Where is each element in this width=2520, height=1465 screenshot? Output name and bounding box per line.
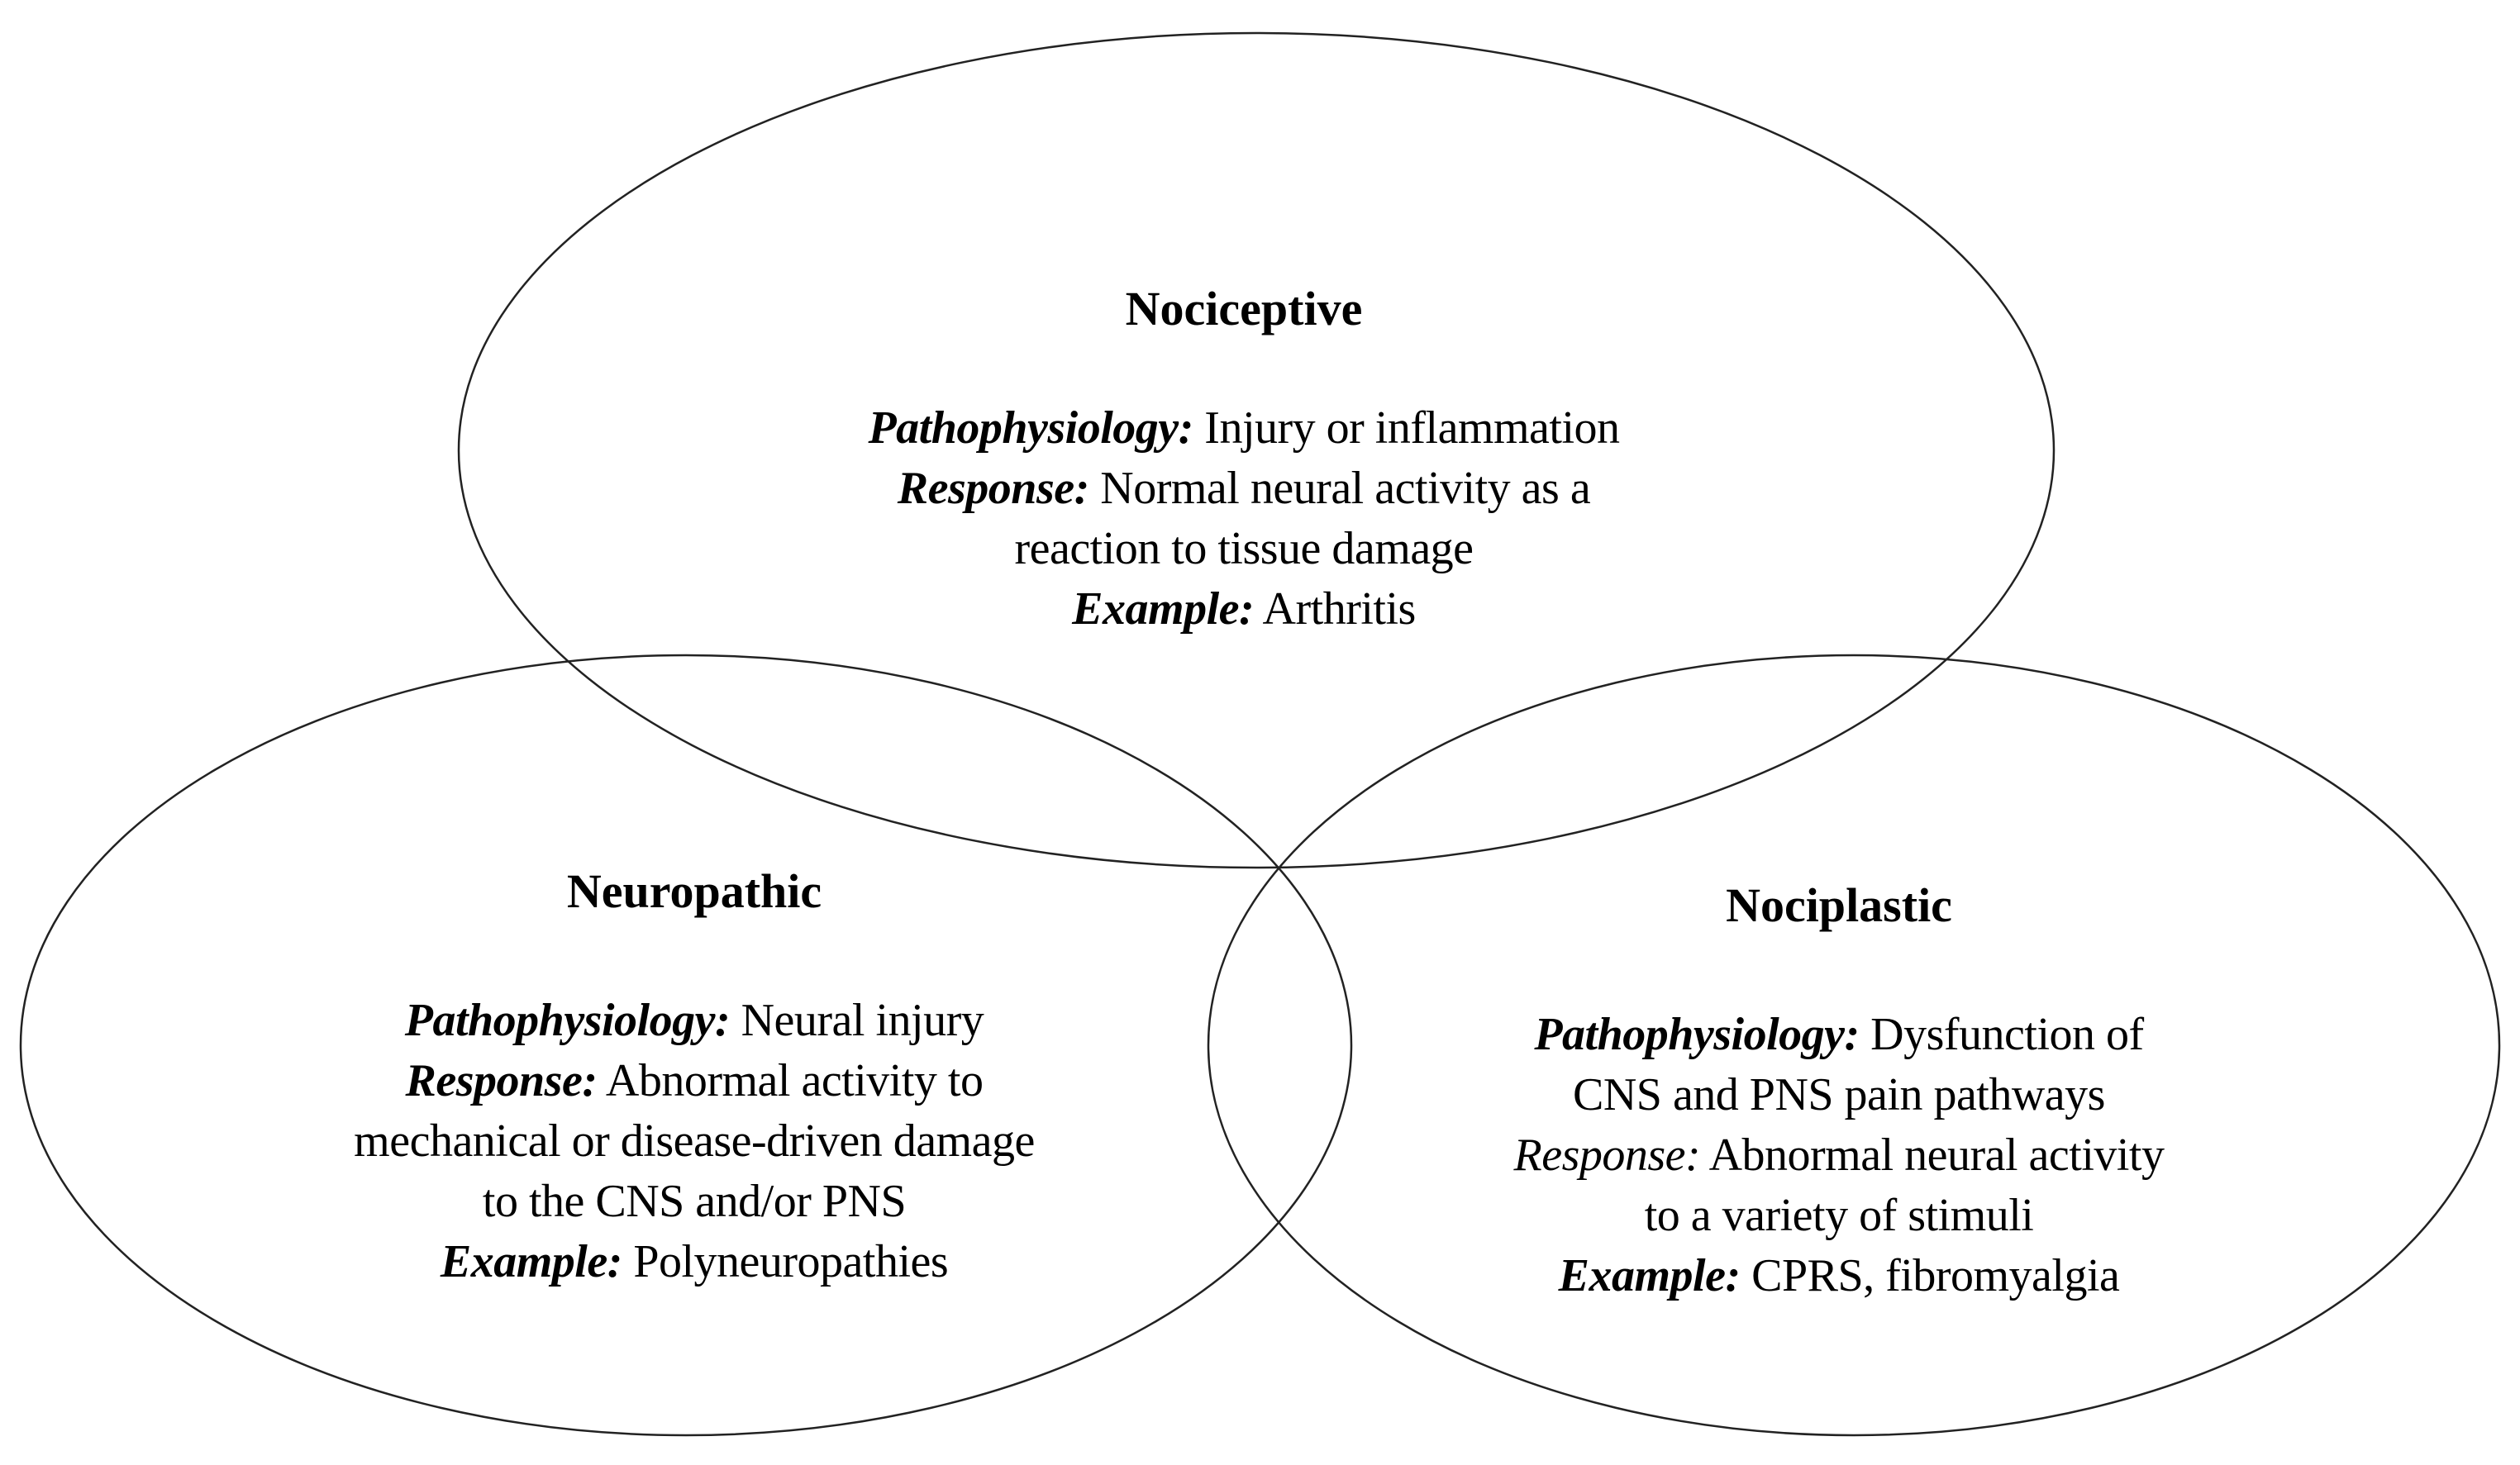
example-label: Example: [1072,583,1255,635]
nociceptive-title: Nociceptive [1125,282,1363,335]
example-label: Example: [1558,1250,1741,1301]
response-value: Normal neural activity as a [1089,463,1591,514]
neuropathic-title: Neuropathic [566,864,822,918]
pathophysiology-label: Pathophysiology: [1534,1009,1860,1060]
response-value-continued: mechanical or disease-driven damage [354,1115,1035,1167]
neuropathic-response-continuation: mechanical or disease-driven damage [157,1111,1231,1172]
pathophysiology-value: Injury or inflammation [1193,402,1620,454]
pathophysiology-label: Pathophysiology: [868,402,1193,454]
nociplastic-title: Nociplastic [1726,878,1952,932]
nociplastic-pathophysiology-continuation: CNS and PNS pain pathways [1302,1065,2376,1125]
ellipse-neuropathic [19,654,1353,1437]
nociplastic-pathophysiology-line: Pathophysiology: Dysfunction of [1302,1005,2376,1065]
neuropathic-text-block: Neuropathic Pathophysiology: Neural inju… [157,860,1231,1292]
nociceptive-response-continuation: reaction to tissue damage [707,519,1781,579]
nociceptive-pathophysiology-line: Pathophysiology: Injury or inflammation [707,398,1781,459]
example-value: Polyneuropathies [622,1236,949,1287]
example-value: Arthritis [1254,583,1417,635]
response-label: Response: [405,1055,598,1106]
neuropathic-body: Pathophysiology: Neural injury Response:… [157,991,1231,1292]
response-value: Abnormal neural activity [1700,1130,2165,1181]
response-value-continued: reaction to tissue damage [1014,523,1474,574]
pathophysiology-value: Dysfunction of [1859,1009,2144,1060]
pathophysiology-label: Pathophysiology: [404,995,731,1046]
response-value: Abnormal activity to [597,1055,984,1106]
example-value: CPRS, fibromyalgia [1740,1250,2120,1301]
neuropathic-response-continuation2: to the CNS and/or PNS [157,1172,1231,1232]
pathophysiology-value-continued: CNS and PNS pain pathways [1573,1069,2105,1120]
nociceptive-example-line: Example: Arthritis [707,579,1781,640]
response-value-continued: to the CNS and/or PNS [482,1176,907,1227]
response-value-continued: to a variety of stimuli [1644,1190,2034,1241]
response-label: Response: [897,463,1089,514]
nociplastic-text-block: Nociplastic Pathophysiology: Dysfunction… [1302,874,2376,1306]
ellipse-nociplastic [1207,654,2501,1437]
nociceptive-response-line: Response: Normal neural activity as a [707,459,1781,519]
neuropathic-response-line: Response: Abnormal activity to [157,1051,1231,1111]
pathophysiology-value: Neural injury [730,995,984,1046]
ellipse-nociceptive [457,31,2056,869]
nociplastic-response-continuation: to a variety of stimuli [1302,1186,2376,1246]
nociceptive-text-block: Nociceptive Pathophysiology: Injury or i… [707,278,1781,640]
neuropathic-pathophysiology-line: Pathophysiology: Neural injury [157,991,1231,1051]
nociplastic-body: Pathophysiology: Dysfunction of CNS and … [1302,1005,2376,1306]
neuropathic-example-line: Example: Polyneuropathies [157,1232,1231,1292]
response-label: Response: [1513,1130,1701,1181]
nociceptive-body: Pathophysiology: Injury or inflammation … [707,398,1781,640]
example-label: Example: [440,1236,622,1287]
nociplastic-response-line: Response: Abnormal neural activity [1302,1125,2376,1186]
nociplastic-example-line: Example: CPRS, fibromyalgia [1302,1246,2376,1306]
